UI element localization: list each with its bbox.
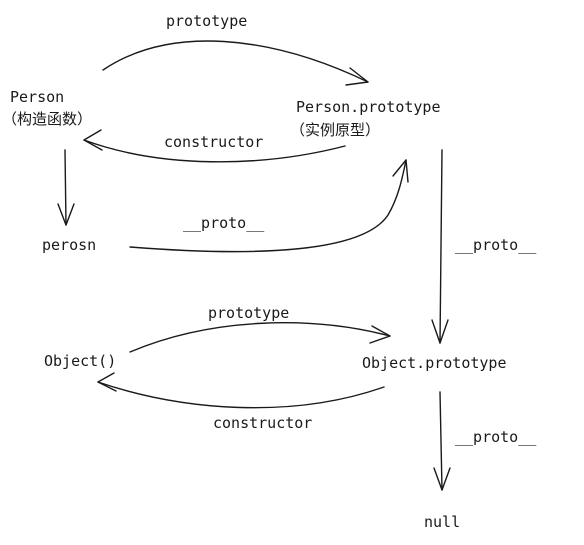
- arrow-person-prototype-to-object-prototype: [431, 149, 449, 344]
- edge-label-object-prototype: prototype: [208, 304, 290, 322]
- node-person-prototype-title: Person.prototype: [296, 98, 441, 116]
- arrow-person-prototype-to-person: [83, 129, 346, 163]
- edge-label-object-constructor: constructor: [213, 414, 313, 432]
- node-instance: perosn: [42, 236, 97, 254]
- arrow-person-to-person-prototype: [102, 40, 369, 86]
- arrow-object-prototype-to-null: [433, 391, 451, 491]
- arrow-object-to-object-prototype: [129, 322, 391, 353]
- edge-label-person-prototype: prototype: [166, 12, 248, 30]
- edge-label-instance-proto: __proto__: [183, 214, 265, 232]
- node-person-subtitle: （构造函数）: [2, 110, 93, 128]
- node-null: null: [424, 513, 461, 531]
- edge-label-objproto-proto: __proto__: [455, 428, 537, 446]
- node-object-constructor: Object(): [44, 352, 117, 370]
- arrow-object-prototype-to-object: [97, 372, 385, 409]
- node-person-title: Person: [10, 88, 65, 106]
- edge-label-personproto-proto: __proto__: [455, 236, 537, 254]
- node-object-prototype: Object.prototype: [362, 354, 507, 372]
- arrow-person-to-instance: [57, 149, 75, 226]
- node-person-prototype-subtitle: （实例原型）: [290, 121, 381, 139]
- edge-label-person-constructor: constructor: [164, 133, 264, 151]
- arrow-instance-to-person-prototype: [129, 159, 409, 253]
